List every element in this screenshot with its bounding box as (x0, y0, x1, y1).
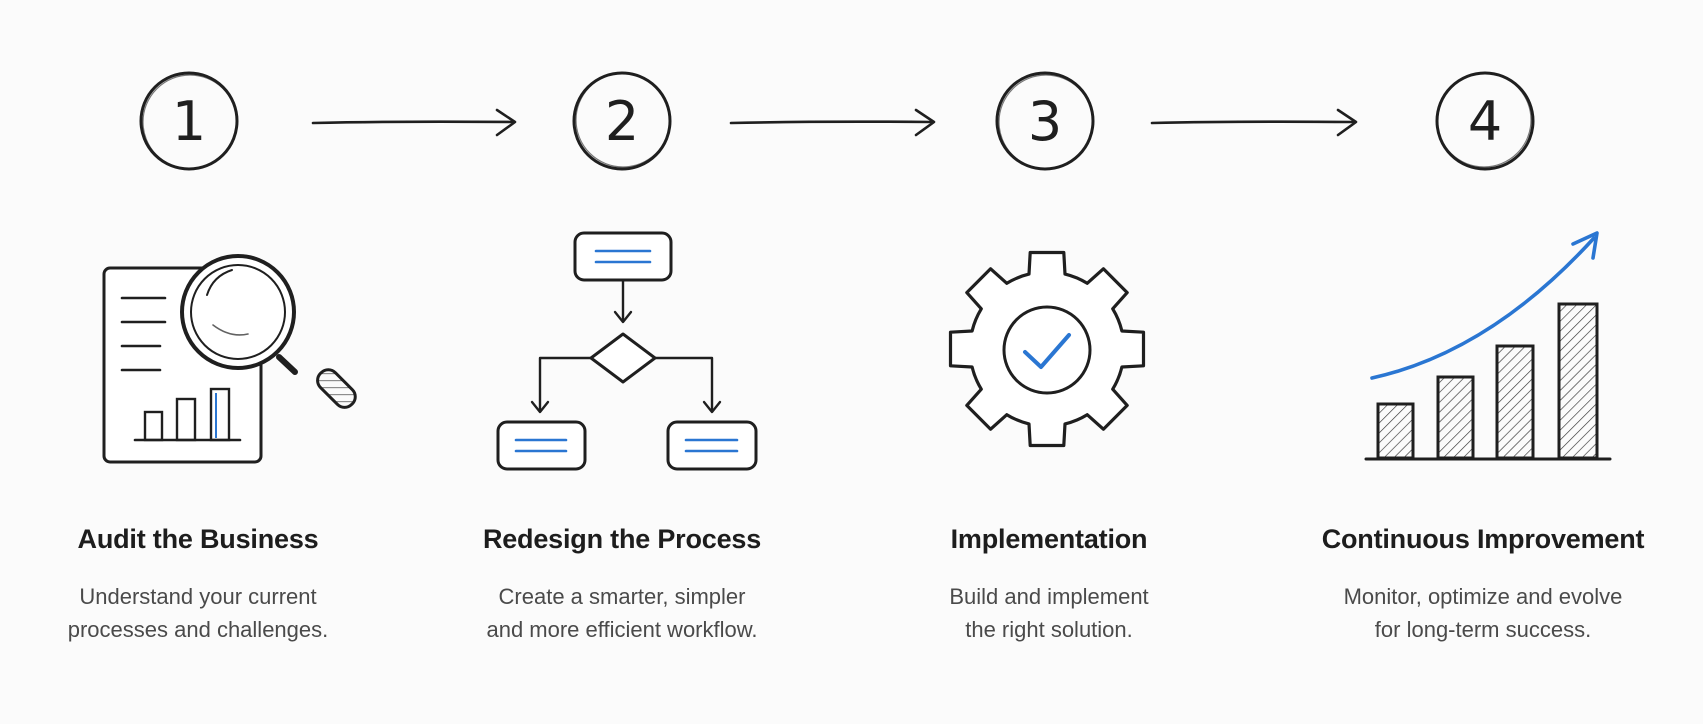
step-1-number: 1 (172, 90, 206, 153)
flowchart-icon (496, 231, 758, 471)
step-3-description-line-1: Build and implement (949, 584, 1149, 609)
step-1-description: Understand your current processes and ch… (8, 580, 388, 646)
step-1-description-line-1: Understand your current (79, 584, 317, 609)
step-4-number-badge: 4 (1435, 71, 1535, 171)
step-4-description-line-1: Monitor, optimize and evolve (1343, 584, 1623, 609)
step-4-number: 4 (1468, 90, 1502, 153)
growth-chart-icon (1364, 231, 1612, 461)
step-4-description: Monitor, optimize and evolve for long-te… (1293, 580, 1673, 646)
arrow-2-to-3 (729, 108, 936, 137)
step-2-number: 2 (605, 90, 639, 153)
arrow-1-to-2 (311, 108, 517, 137)
step-3-description: Build and implement the right solution. (859, 580, 1239, 646)
step-4-title: Continuous Improvement (1321, 524, 1645, 554)
step-3-number: 3 (1028, 90, 1062, 153)
step-2-title: Redesign the Process (482, 524, 762, 554)
step-3-title: Implementation (950, 524, 1148, 554)
arrow-3-to-4 (1150, 108, 1358, 137)
gear-check-icon (948, 250, 1146, 448)
step-3-description-line-2: the right solution. (965, 617, 1133, 642)
step-3-number-badge: 3 (995, 71, 1095, 171)
step-2-description-line-1: Create a smarter, simpler (498, 584, 746, 609)
step-1-title: Audit the Business (77, 524, 319, 554)
document-magnifier-icon (102, 254, 357, 464)
step-1-description-line-2: processes and challenges. (67, 617, 329, 642)
step-4-description-line-2: for long-term success. (1374, 617, 1592, 642)
step-2-description: Create a smarter, simpler and more effic… (432, 580, 812, 646)
step-1-number-badge: 1 (139, 71, 239, 171)
step-2-number-badge: 2 (572, 71, 672, 171)
step-2-description-line-2: and more efficient workflow. (486, 617, 758, 642)
